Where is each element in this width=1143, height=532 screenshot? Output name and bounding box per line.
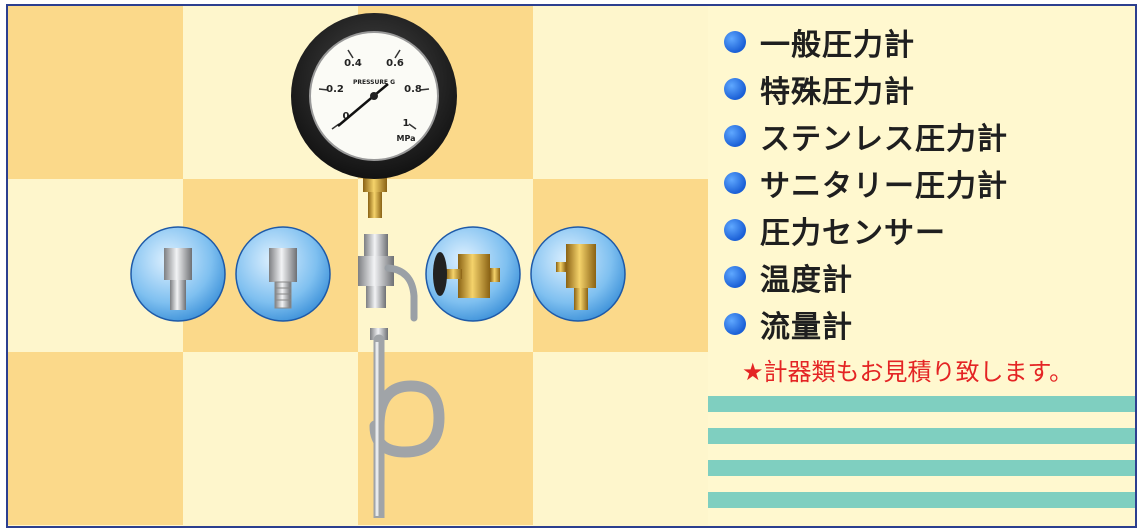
reducer-fitting-icon (235, 226, 331, 322)
gauge-scale-1: 1 (403, 118, 410, 129)
gauge-scale-0-6: 0.6 (386, 58, 404, 69)
siphon-tube-icon (369, 328, 445, 518)
product-label: 流量計 (760, 309, 853, 345)
bullet-icon (724, 265, 746, 288)
bullet-icon (724, 171, 746, 194)
product-label: 一般圧力計 (760, 27, 915, 63)
product-item-special-gauge: 特殊圧力計 (724, 65, 1008, 112)
decorative-stripe-2 (708, 428, 1135, 444)
product-label: サニタリー圧力計 (760, 168, 1008, 204)
decorative-stripe-1 (708, 396, 1135, 412)
bullet-icon (724, 77, 746, 100)
gauge-scale-0-8: 0.8 (404, 84, 422, 95)
pressure-gauge-icon: 0 0.2 0.4 0.6 0.8 1 MPa PRESSURE G (291, 13, 457, 218)
stainless-cock-valve-icon (358, 234, 418, 322)
product-item-pressure-sensor: 圧力センサー (724, 206, 1008, 253)
product-illustration: 0 0.2 0.4 0.6 0.8 1 MPa PRESSURE G (130, 13, 626, 518)
bullet-icon (724, 30, 746, 53)
product-banner: 0 0.2 0.4 0.6 0.8 1 MPa PRESSURE G (6, 4, 1137, 528)
decorative-stripe-4 (708, 492, 1135, 508)
bullet-icon (724, 218, 746, 241)
bullet-icon (724, 312, 746, 335)
gauge-unit: MPa (396, 134, 415, 143)
product-label: 圧力センサー (760, 215, 946, 251)
product-label: 温度計 (760, 262, 853, 298)
product-label: 特殊圧力計 (760, 74, 915, 110)
gauge-scale-0-2: 0.2 (326, 84, 344, 95)
gauge-scale-0-4: 0.4 (344, 58, 362, 69)
needle-valve-icon (425, 226, 521, 322)
product-list: 一般圧力計 特殊圧力計 ステンレス圧力計 サニタリー圧力計 圧力センサー 温度計… (724, 18, 1008, 347)
decorative-stripe-3 (708, 460, 1135, 476)
quote-note: ★計器類もお見積り致します。 (742, 358, 1074, 386)
product-item-thermometer: 温度計 (724, 253, 1008, 300)
adapter-fitting-icon (130, 226, 226, 322)
brass-snubber-icon (530, 226, 626, 322)
product-item-stainless-gauge: ステンレス圧力計 (724, 112, 1008, 159)
product-item-flowmeter: 流量計 (724, 300, 1008, 347)
product-item-general-gauge: 一般圧力計 (724, 18, 1008, 65)
gauge-brand-text: PRESSURE G (353, 79, 395, 86)
gauge-scale-0: 0 (343, 111, 350, 122)
bullet-icon (724, 124, 746, 147)
product-item-sanitary-gauge: サニタリー圧力計 (724, 159, 1008, 206)
product-label: ステンレス圧力計 (760, 121, 1008, 157)
